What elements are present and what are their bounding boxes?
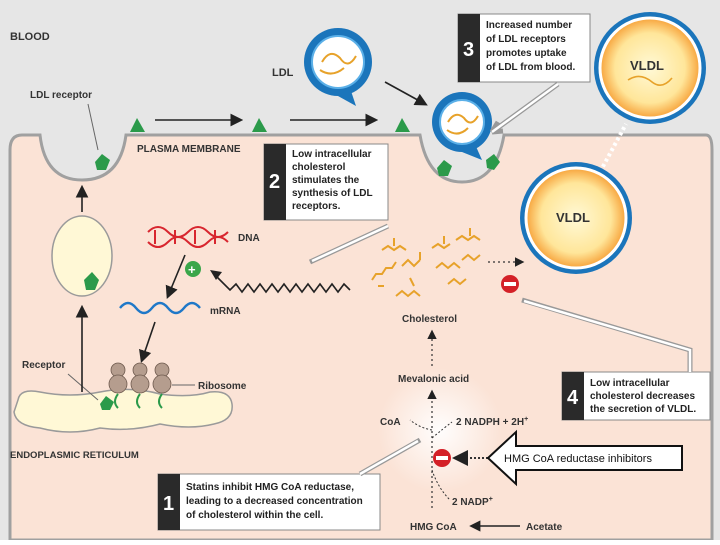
step-3-line-3: promotes uptake [486, 48, 567, 59]
receptor-label: Receptor [22, 360, 65, 371]
dna-label: DNA [238, 233, 260, 244]
mrna-to-ribosome-arrow [139, 321, 156, 364]
inhibitor-label: HMG CoA reductase inhibitors [504, 453, 652, 465]
step-4-callout: 4 Low intracellular cholesterol decrease… [561, 371, 711, 421]
step-4-line-3: the secretion of VLDL. [590, 404, 696, 415]
ldl-particle-docked [432, 92, 492, 160]
blood-label: BLOOD [10, 31, 50, 43]
receptor-icon [100, 396, 114, 410]
mrna-strand [119, 301, 201, 315]
step-4-line-2: cholesterol decreases [590, 391, 695, 402]
step-1-callout: 1 Statins inhibit HMG CoA reductase, lea… [157, 473, 381, 531]
plus-badge [185, 261, 201, 277]
nadp-branch [431, 469, 451, 501]
receptor-icon [486, 154, 500, 170]
step-4-arrow-inner [523, 299, 692, 372]
step-2-arrow-inner [311, 224, 389, 263]
er-label: ENDOPLASMIC RETICULUM [10, 450, 139, 461]
step-3-line-4: of LDL from blood. [486, 62, 575, 73]
hmg-coa-label: HMG CoA [410, 522, 457, 533]
mevalonic-acid-label: Mevalonic acid [398, 374, 469, 385]
step-3-callout: 3 Increased number of LDL receptors prom… [457, 13, 591, 83]
ldl-particle-blood [304, 28, 372, 106]
step-2-callout: 2 Low intracellular cholesterol stimulat… [263, 143, 389, 221]
ribosomes [108, 362, 172, 394]
step-1-line-2: leading to a decreased concentration [186, 496, 363, 507]
step-1-number: 1 [163, 493, 174, 515]
step-2-line-2: cholesterol [292, 162, 346, 173]
step-1-line-1: Statins inhibit HMG CoA reductase, [186, 482, 354, 493]
step-2-line-1: Low intracellular [292, 149, 372, 160]
step-3-line-1: Increased number [486, 20, 572, 31]
ribosome-label: Ribosome [198, 381, 247, 392]
step-1-arrow-inner [359, 439, 419, 476]
plus-symbol: + [188, 262, 196, 277]
step-1-line-3: of cholesterol within the cell. [186, 510, 323, 521]
receptor-icon [395, 118, 410, 132]
inhibitor-callout [486, 429, 683, 487]
nadph-label: 2 NADPH + 2H+ [456, 416, 528, 428]
minus-bar-reductase [436, 456, 448, 460]
step-3-arrow-inner [491, 82, 559, 134]
step-3-line-2: of LDL receptors [486, 34, 566, 45]
coa-label: CoA [380, 417, 401, 428]
receptor-icon [437, 160, 452, 176]
vldl-particle-blood [594, 12, 706, 124]
acetate-label: Acetate [526, 522, 563, 533]
ldl-receptor-label: LDL receptor [30, 90, 92, 101]
membrane-receptors [95, 118, 500, 176]
vldl-label-cell: VLDL [556, 210, 590, 225]
cholesterol-signal-arrow [214, 274, 351, 294]
transport-vesicle [51, 215, 113, 297]
receptor-icon [95, 154, 110, 170]
dna-to-mrna-arrow [165, 254, 186, 299]
nascent-receptors [114, 393, 163, 409]
ldl-label: LDL [272, 67, 294, 79]
cholesterol-molecules [371, 228, 481, 298]
minus-bar-vldl [504, 282, 516, 286]
cholesterol-label: Cholesterol [402, 314, 457, 325]
plasma-membrane-label: PLASMA MEMBRANE [137, 144, 241, 155]
step-2-line-4: synthesis of LDL [292, 188, 373, 199]
receptor-icon [84, 272, 99, 290]
step-4-line-1: Low intracellular [590, 378, 670, 389]
ldl-receptor-pointer [87, 103, 99, 151]
step-2-line-5: receptors. [292, 201, 341, 212]
vldl-particle-cell [520, 162, 632, 274]
nadp-label: 2 NADP+ [452, 496, 493, 508]
step-3-number: 3 [463, 39, 474, 61]
mrna-label: mRNA [210, 306, 241, 317]
vldl-label-blood: VLDL [630, 58, 664, 73]
cholesterol-signal-arrowhead [210, 270, 222, 280]
dna-helix [147, 226, 229, 248]
step-2-number: 2 [269, 171, 280, 193]
receptor-pointer [67, 373, 99, 401]
step-2-line-3: stimulates the [292, 175, 360, 186]
coa-branch [409, 419, 433, 431]
endoplasmic-reticulum [13, 388, 233, 433]
receptor-icon [130, 118, 145, 132]
ldl-approach-arrow [384, 81, 428, 106]
receptor-icon [252, 118, 267, 132]
step-4-number: 4 [567, 387, 579, 409]
pathway-glow [378, 368, 502, 492]
